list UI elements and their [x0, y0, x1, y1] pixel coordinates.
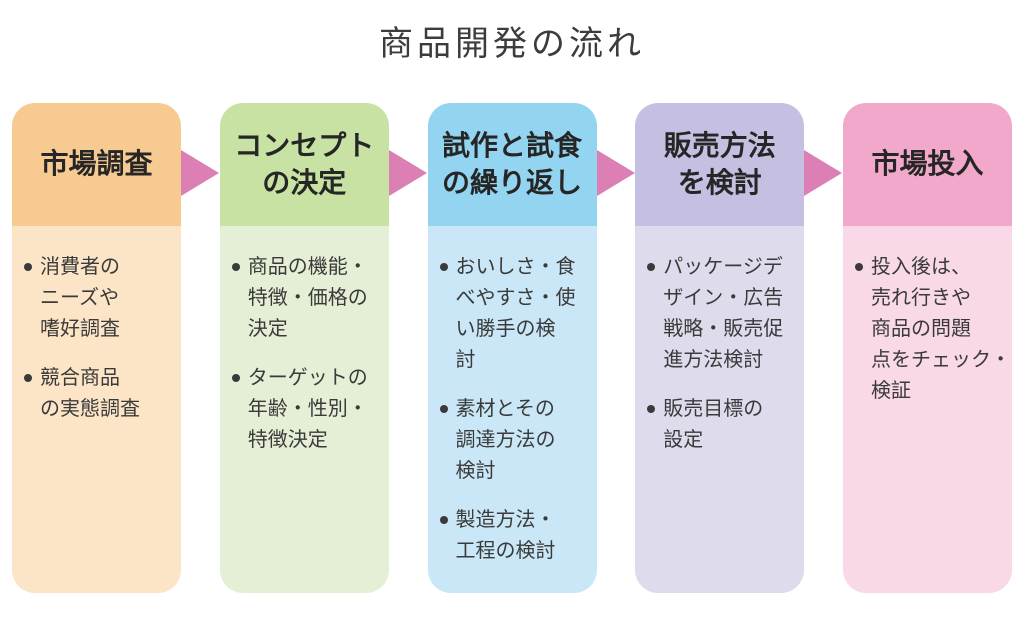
- arrow-gap: [388, 103, 428, 593]
- step-body: 商品の機能・ 特徴・価格の 決定 ターゲットの 年齢・性別・ 特徴決定: [219, 226, 389, 593]
- step-body: おいしさ・食 べやすさ・使 い勝手の検 討 素材とその 調達方法の 検討 製造方…: [427, 226, 597, 593]
- step-sales-method: 販売方法 を検討 パッケージデ ザイン・広告 戦略・販売促 進方法検討 販売目標…: [635, 103, 805, 593]
- step-market-research: 市場調査 消費者の ニーズや 嗜好調査 競合商品 の実態調査: [12, 103, 181, 593]
- bullet-item: 素材とその 調達方法の 検討: [439, 394, 597, 487]
- step-prototype-tasting: 試作と試食 の繰り返し おいしさ・食 べやすさ・使 い勝手の検 討 素材とその …: [427, 103, 597, 593]
- step-bullets: 投入後は、 売れ行きや 商品の問題 点をチェック・ 検証: [855, 252, 1012, 407]
- step-bullets: 消費者の ニーズや 嗜好調査 競合商品 の実態調査: [24, 252, 181, 425]
- step-header: 販売方法 を検討: [635, 103, 805, 226]
- step-body: 消費者の ニーズや 嗜好調査 競合商品 の実態調査: [12, 226, 181, 593]
- step-concept-decision: コンセプト の決定 商品の機能・ 特徴・価格の 決定 ターゲットの 年齢・性別・…: [219, 103, 389, 593]
- step-bullets: 商品の機能・ 特徴・価格の 決定 ターゲットの 年齢・性別・ 特徴決定: [231, 252, 389, 456]
- bullet-item: パッケージデ ザイン・広告 戦略・販売促 進方法検討: [647, 252, 804, 376]
- bullet-item: 製造方法・ 工程の検討: [439, 505, 597, 567]
- flow-diagram: 市場調査 消費者の ニーズや 嗜好調査 競合商品 の実態調査 コンセプト の決定…: [12, 103, 1012, 593]
- step-body: 投入後は、 売れ行きや 商品の問題 点をチェック・ 検証: [843, 226, 1012, 593]
- arrow-right-icon: [804, 150, 843, 196]
- step-header: 試作と試食 の繰り返し: [427, 103, 597, 226]
- arrow-right-icon: [596, 150, 635, 196]
- step-bullets: おいしさ・食 べやすさ・使 い勝手の検 討 素材とその 調達方法の 検討 製造方…: [439, 252, 597, 567]
- bullet-item: おいしさ・食 べやすさ・使 い勝手の検 討: [439, 252, 597, 376]
- arrow-gap: [181, 103, 220, 593]
- step-header: 市場調査: [12, 103, 181, 226]
- arrow-right-icon: [181, 150, 219, 196]
- bullet-item: 投入後は、 売れ行きや 商品の問題 点をチェック・ 検証: [855, 252, 1012, 407]
- arrow-gap: [596, 103, 636, 593]
- step-title: 市場投入: [871, 148, 984, 180]
- bullet-item: ターゲットの 年齢・性別・ 特徴決定: [231, 363, 389, 456]
- step-header: コンセプト の決定: [219, 103, 389, 226]
- step-title: 試作と試食 の繰り返し: [441, 130, 582, 198]
- arrow-right-icon: [388, 150, 427, 196]
- page-title: 商品開発の流れ: [379, 25, 645, 63]
- step-body: パッケージデ ザイン・広告 戦略・販売促 進方法検討 販売目標の 設定: [635, 226, 805, 593]
- step-title: 販売方法 を検討: [663, 130, 776, 198]
- bullet-item: 消費者の ニーズや 嗜好調査: [24, 252, 181, 345]
- arrow-gap: [804, 103, 843, 593]
- step-title: コンセプト の決定: [234, 130, 375, 198]
- bullet-item: 競合商品 の実態調査: [24, 363, 181, 425]
- bullet-item: 販売目標の 設定: [647, 394, 804, 456]
- step-header: 市場投入: [843, 103, 1012, 226]
- step-market-launch: 市場投入 投入後は、 売れ行きや 商品の問題 点をチェック・ 検証: [843, 103, 1012, 593]
- bullet-item: 商品の機能・ 特徴・価格の 決定: [231, 252, 389, 345]
- step-title: 市場調査: [40, 148, 153, 180]
- step-bullets: パッケージデ ザイン・広告 戦略・販売促 進方法検討 販売目標の 設定: [647, 252, 804, 456]
